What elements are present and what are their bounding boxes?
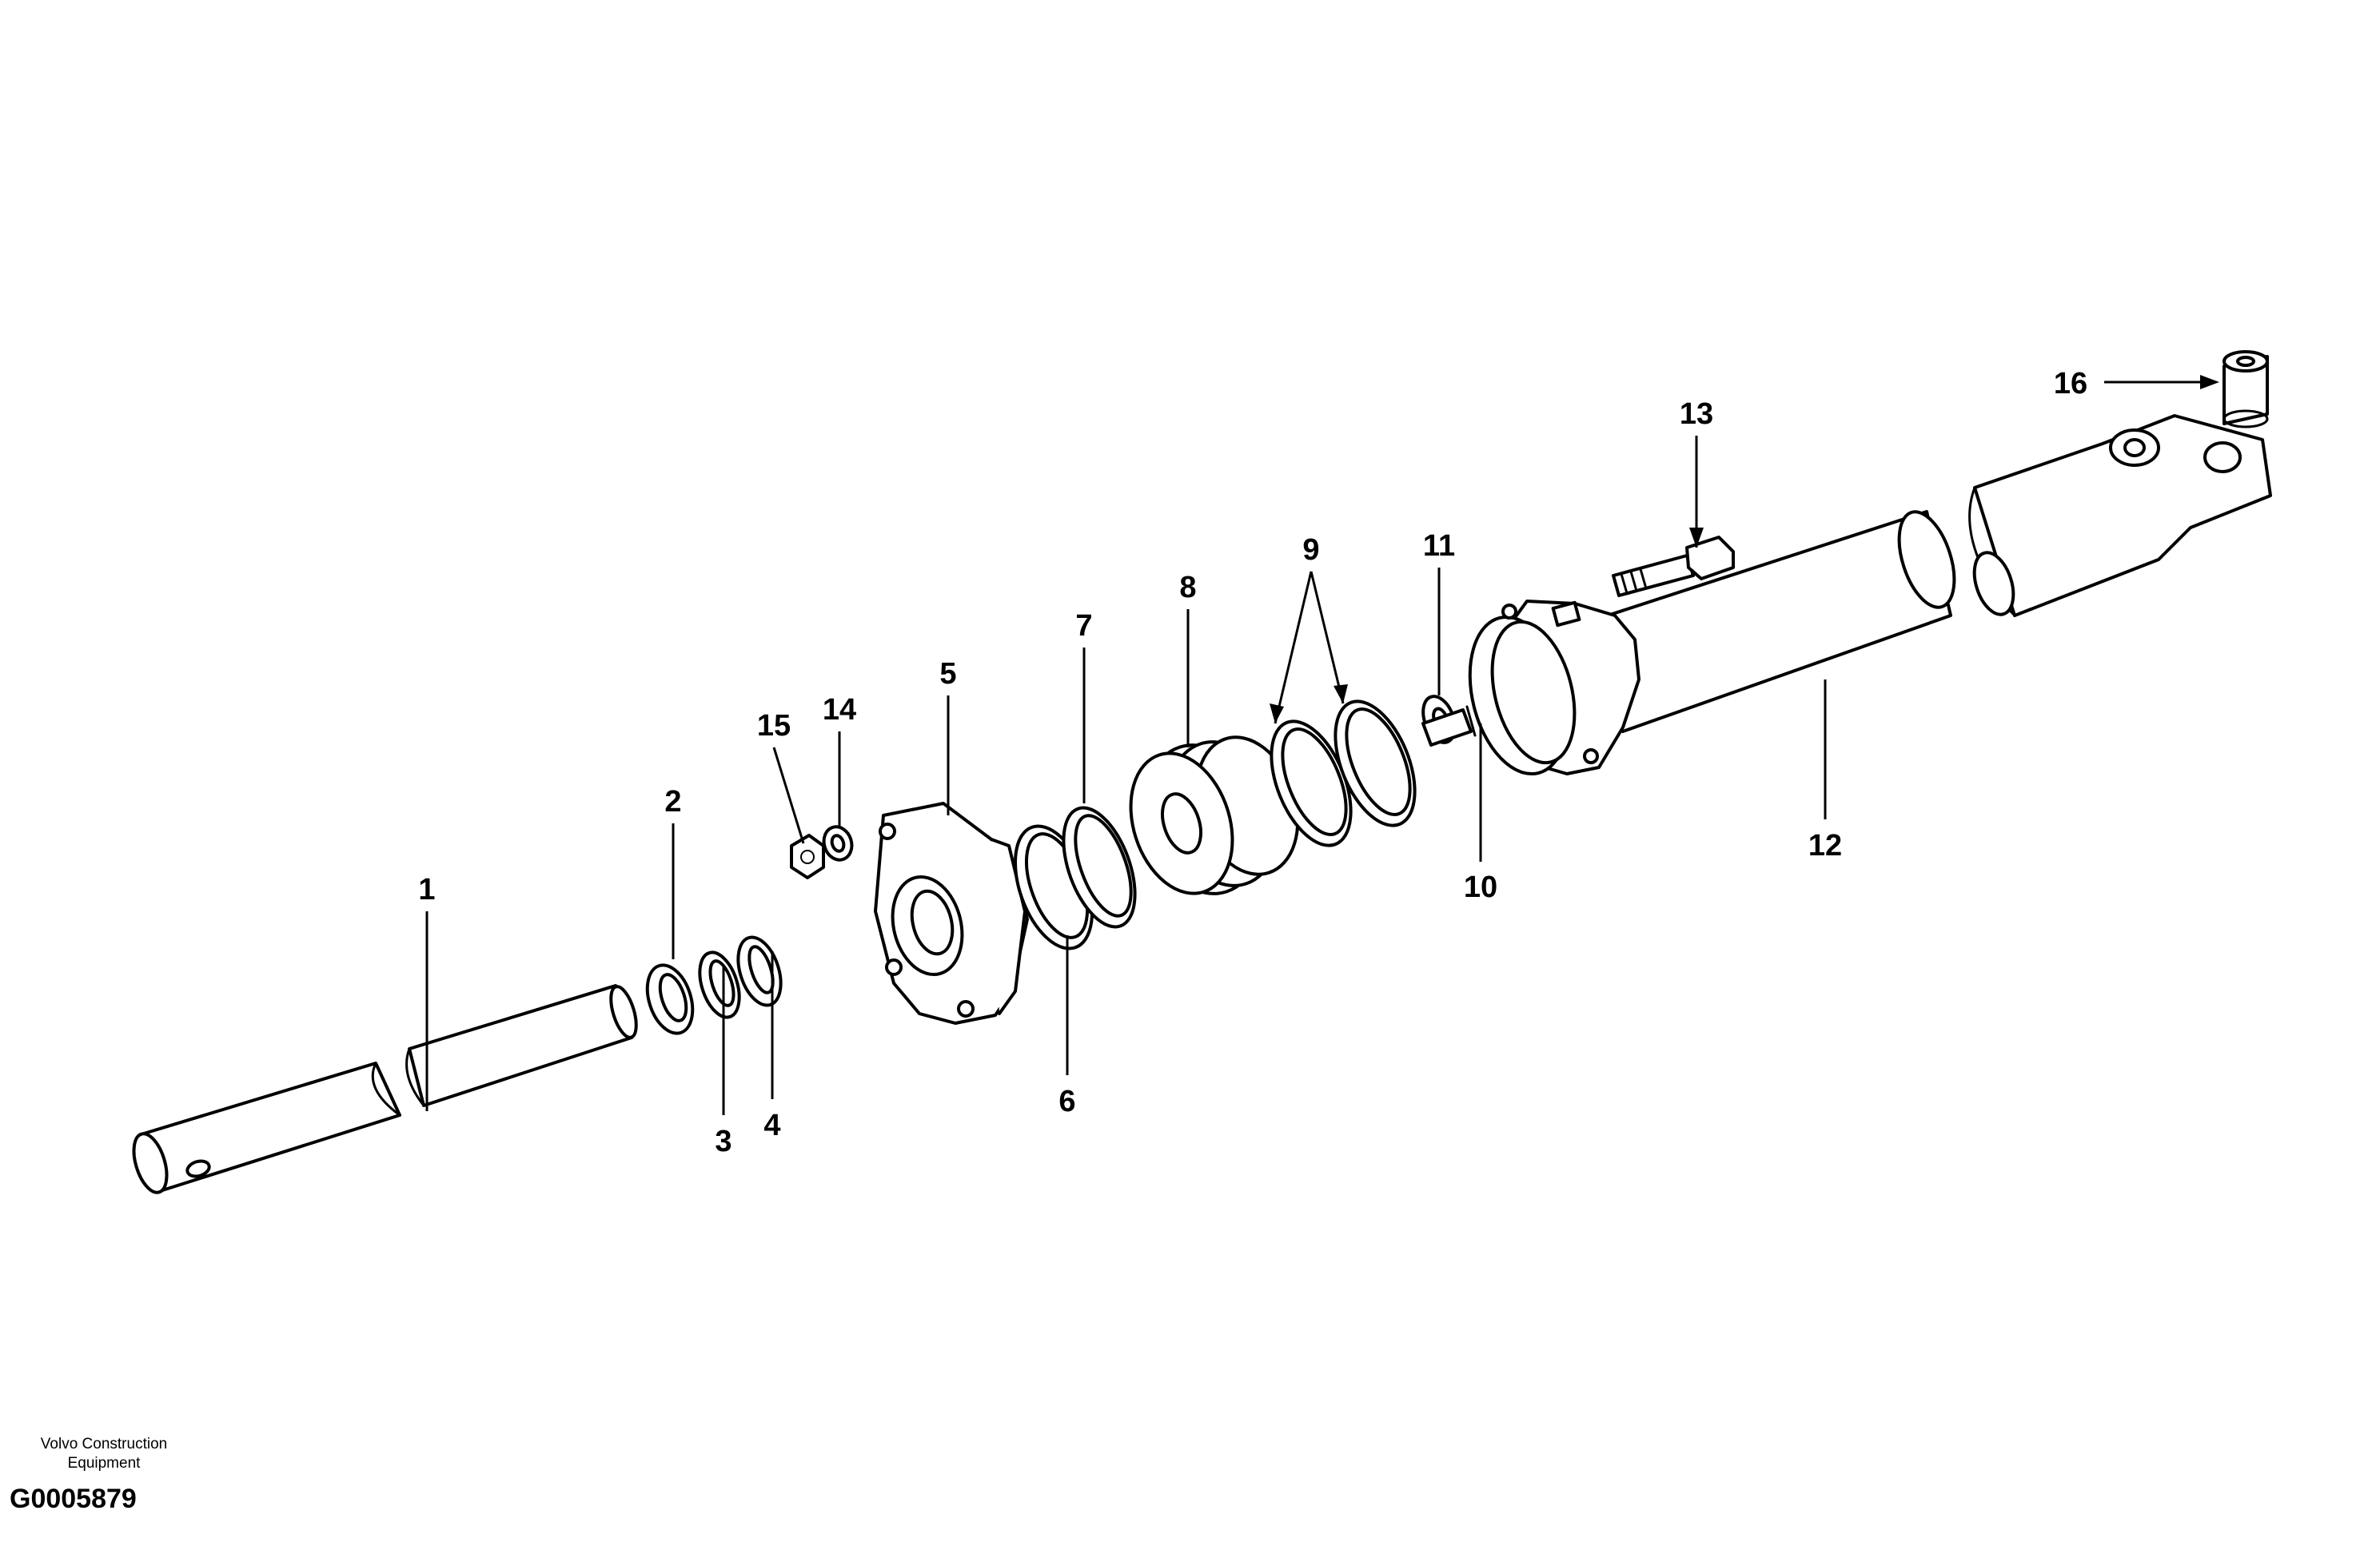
- callout-6: 6: [1058, 1085, 1075, 1118]
- part-screw-drawing: [1612, 536, 1735, 597]
- part-bushing-drawing: [2223, 350, 2269, 428]
- part-rings-2-3-4-drawing: [645, 935, 783, 1035]
- leader-16-arrow: [2200, 375, 2219, 389]
- part-cylinder-rear-drawing: [1968, 414, 2272, 617]
- part-piston-rod-drawing: [132, 984, 638, 1194]
- callout-3: 3: [715, 1125, 732, 1158]
- part-cylinder-tube-drawing: [1468, 510, 1956, 776]
- callout-4: 4: [763, 1109, 780, 1142]
- leader-lines: [425, 375, 2219, 1115]
- callout-14: 14: [823, 693, 856, 727]
- leader-9a: [1274, 571, 1313, 724]
- callout-5: 5: [939, 657, 956, 691]
- part-rings-9-drawing: [1270, 699, 1417, 847]
- callout-1: 1: [418, 873, 435, 907]
- part-rings-6-7-drawing: [1013, 806, 1137, 950]
- leader-13-arrow: [1689, 528, 1704, 548]
- brand-line-1: Volvo Construction: [40, 1436, 168, 1452]
- callout-15: 15: [757, 709, 791, 743]
- callout-13: 13: [1680, 397, 1713, 431]
- callout-2: 2: [664, 785, 681, 819]
- brand-line-2: Equipment: [67, 1455, 141, 1472]
- callout-8: 8: [1179, 571, 1196, 604]
- part-piston-drawing: [1129, 735, 1300, 895]
- callout-11: 11: [1423, 529, 1455, 563]
- brand-block: Volvo Construction Equipment: [0, 1435, 208, 1473]
- callout-7: 7: [1075, 609, 1092, 643]
- callout-12: 12: [1808, 829, 1842, 863]
- leader-9-arrow-a: [1270, 703, 1284, 723]
- leader-15: [772, 747, 805, 844]
- figure-code: G0005879: [10, 1484, 137, 1514]
- callout-labels: 1 2 3 4 5 6 7 8 9 10 11 12 13 14 15 16: [418, 367, 2087, 1158]
- part-nut-washer-drawing: [790, 825, 854, 879]
- part-cylinder-head-drawing: [874, 802, 1029, 1025]
- callout-9: 9: [1302, 533, 1319, 567]
- callout-16: 16: [2054, 367, 2087, 400]
- leader-9-arrow-b: [1334, 684, 1348, 703]
- leader-9b: [1310, 571, 1345, 704]
- callout-10: 10: [1464, 871, 1497, 904]
